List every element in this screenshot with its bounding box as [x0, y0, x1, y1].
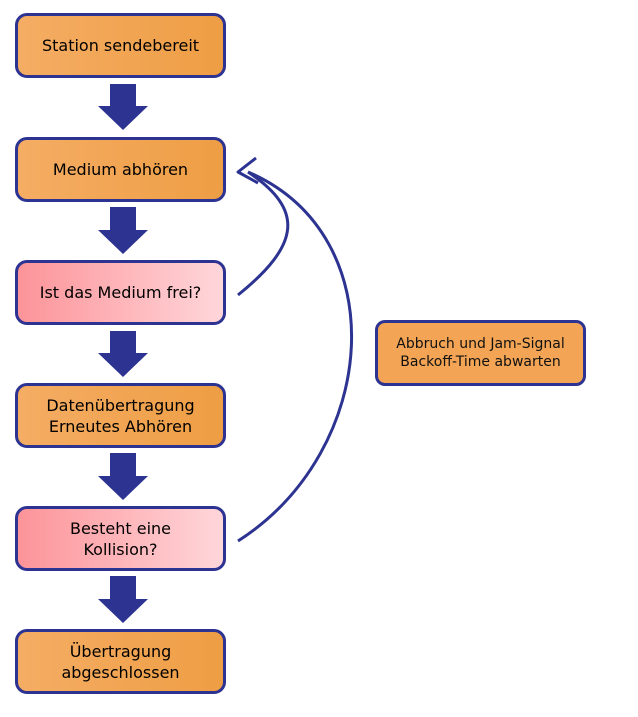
step-listen-medium: Medium abhören: [15, 137, 226, 202]
decision-medium-free-label: Ist das Medium frei?: [39, 283, 202, 302]
decision-collision-label: Besteht eine Kollision?: [69, 518, 172, 559]
step-transfer-complete: Übertragung abgeschlossen: [15, 629, 226, 694]
step-data-transfer-label: Datenübertragung Erneutes Abhören: [46, 395, 195, 436]
decision-collision: Besteht eine Kollision?: [15, 506, 226, 571]
decision-medium-free: Ist das Medium frei?: [15, 260, 226, 325]
down-arrow-1: [98, 84, 148, 130]
step-listen-medium-label: Medium abhören: [52, 160, 189, 179]
down-arrow-5: [98, 576, 148, 623]
note-abort-jam-signal: Abbruch und Jam-Signal Backoff-Time abwa…: [375, 320, 586, 386]
down-arrow-3: [98, 331, 148, 377]
down-arrow-4: [98, 453, 148, 500]
step-station-ready: Station sendebereit: [15, 13, 226, 78]
note-abort-jam-signal-label: Abbruch und Jam-Signal Backoff-Time abwa…: [396, 336, 565, 370]
loop-arrowhead: [236, 156, 259, 185]
loop-arrow-collision: [237, 170, 353, 543]
step-station-ready-label: Station sendebereit: [41, 36, 200, 55]
step-transfer-complete-label: Übertragung abgeschlossen: [61, 641, 180, 682]
step-data-transfer: Datenübertragung Erneutes Abhören: [15, 383, 226, 448]
down-arrow-2: [98, 207, 148, 254]
loop-arrow-medium-busy: [237, 170, 290, 297]
